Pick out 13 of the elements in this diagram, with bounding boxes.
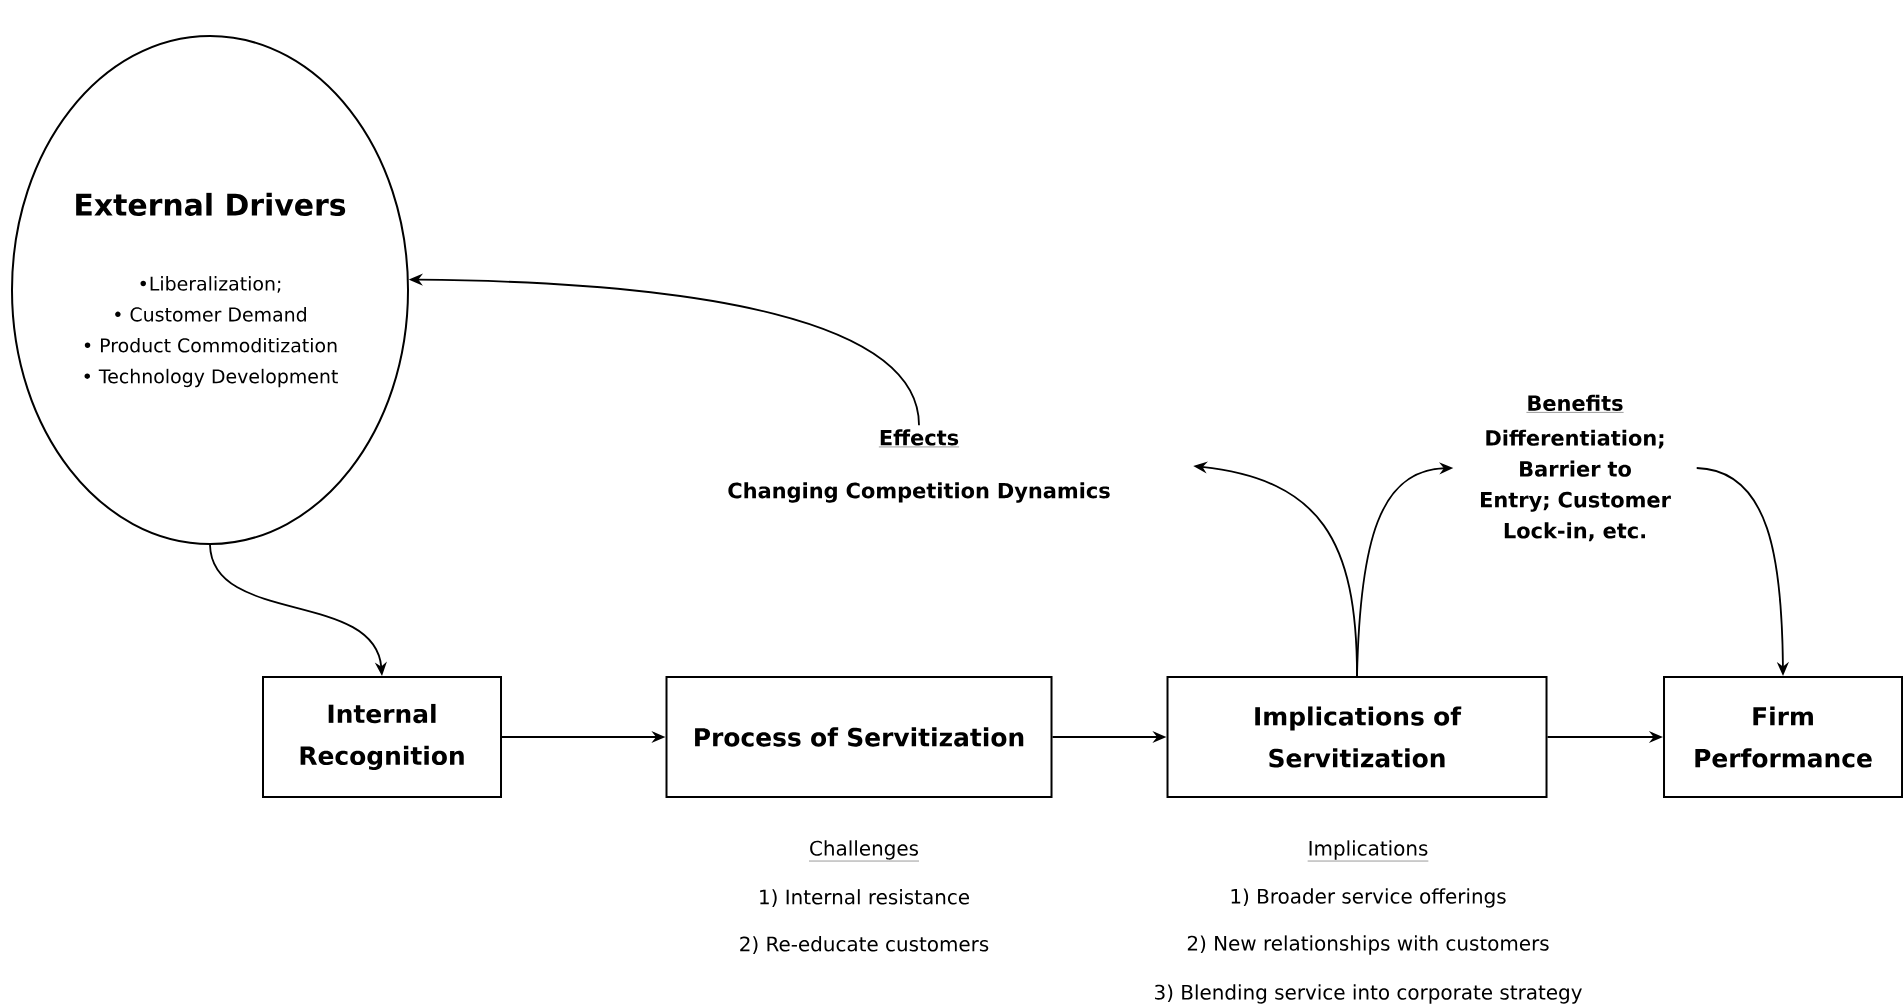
process-box: Firm Performance <box>1663 676 1903 798</box>
note-heading: Challenges <box>808 840 920 862</box>
process-box: Internal Recognition <box>262 676 502 798</box>
process-box: Implications of Servitization <box>1166 676 1548 798</box>
note-heading: Implications <box>1307 840 1429 862</box>
text-block: Benefits Differentiation; Barrier to Entry; Customer Lock-in, etc. <box>1481 394 1671 542</box>
note-text: 1) Broader service offerings <box>1231 888 1506 908</box>
note-text: 2) New relationships with customers <box>1187 935 1549 955</box>
note-text: 1) Internal resistance <box>760 889 969 907</box>
note-text: 3) Blending service into corporate strategy <box>1155 984 1582 1004</box>
text-block: Effects Changing Competition Dynamics <box>728 429 1110 503</box>
note-text: 2) Re-educate customers <box>740 936 989 954</box>
process-box: Process of Servitization <box>665 676 1053 798</box>
